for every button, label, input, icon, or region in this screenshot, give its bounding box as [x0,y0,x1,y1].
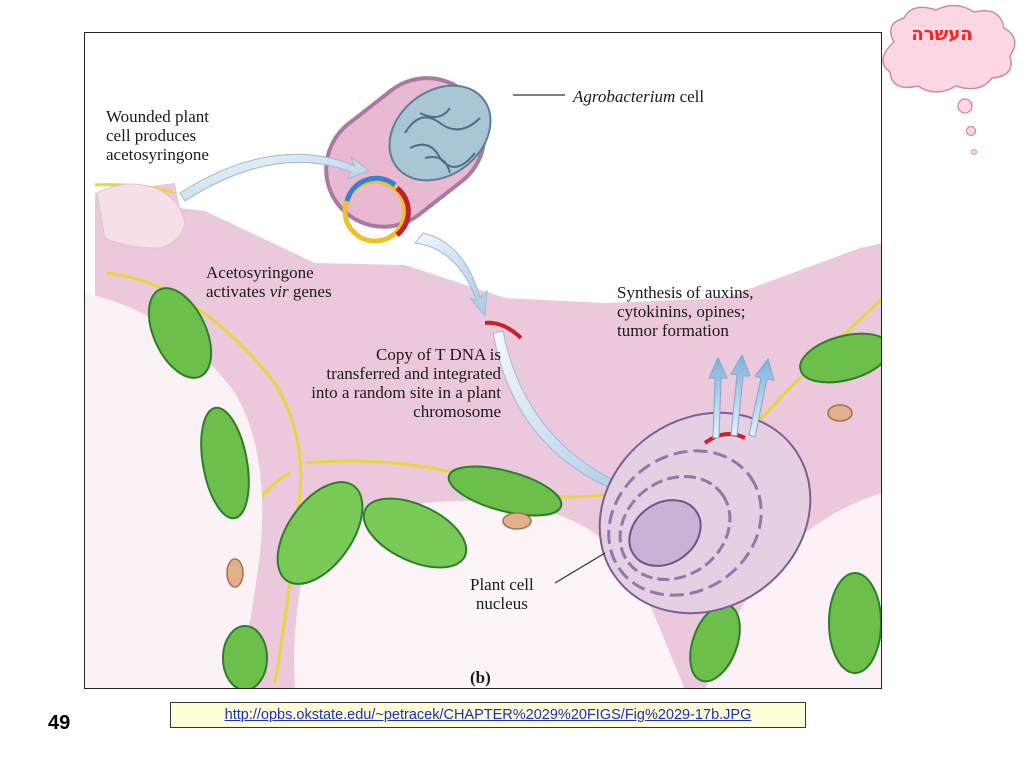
vir-arrow [414,232,488,318]
figure-frame: Agrobacterium cell Wounded plant cell pr… [84,32,882,689]
wounded-cell-label: Wounded plant cell produces acetosyringo… [106,107,209,164]
synthesis-label: Synthesis of auxins, cytokinins, opines;… [617,283,754,340]
comment-cloud-callout [882,4,1016,155]
agrobacterium-cell [324,76,492,244]
ti-plasmid [342,178,408,244]
slide-number: 49 [48,712,71,734]
source-link[interactable]: http://opbs.okstate.edu/~petracek/CHAPTE… [224,707,752,723]
source-link-box: http://opbs.okstate.edu/~petracek/CHAPTE… [170,702,806,728]
chloroplast-group [147,287,881,688]
plant-cell-illustration [85,33,881,688]
wounded-cell [96,183,186,249]
acetosyringone-arrow [179,153,371,202]
bacterial-chromosome [388,84,492,182]
agrobacterium-label: Agrobacterium cell [573,87,705,106]
plant-nucleus [598,411,812,615]
tdna-copy [484,320,523,340]
comment-callout-text: העשרה [911,24,973,45]
synthesis-arrows [708,353,775,439]
panel-label: (b) [470,668,491,687]
tdna-transfer-label: Copy of T DNA is transferred and integra… [311,345,501,421]
nucleus-label: Plant cell nucleus [470,575,534,613]
